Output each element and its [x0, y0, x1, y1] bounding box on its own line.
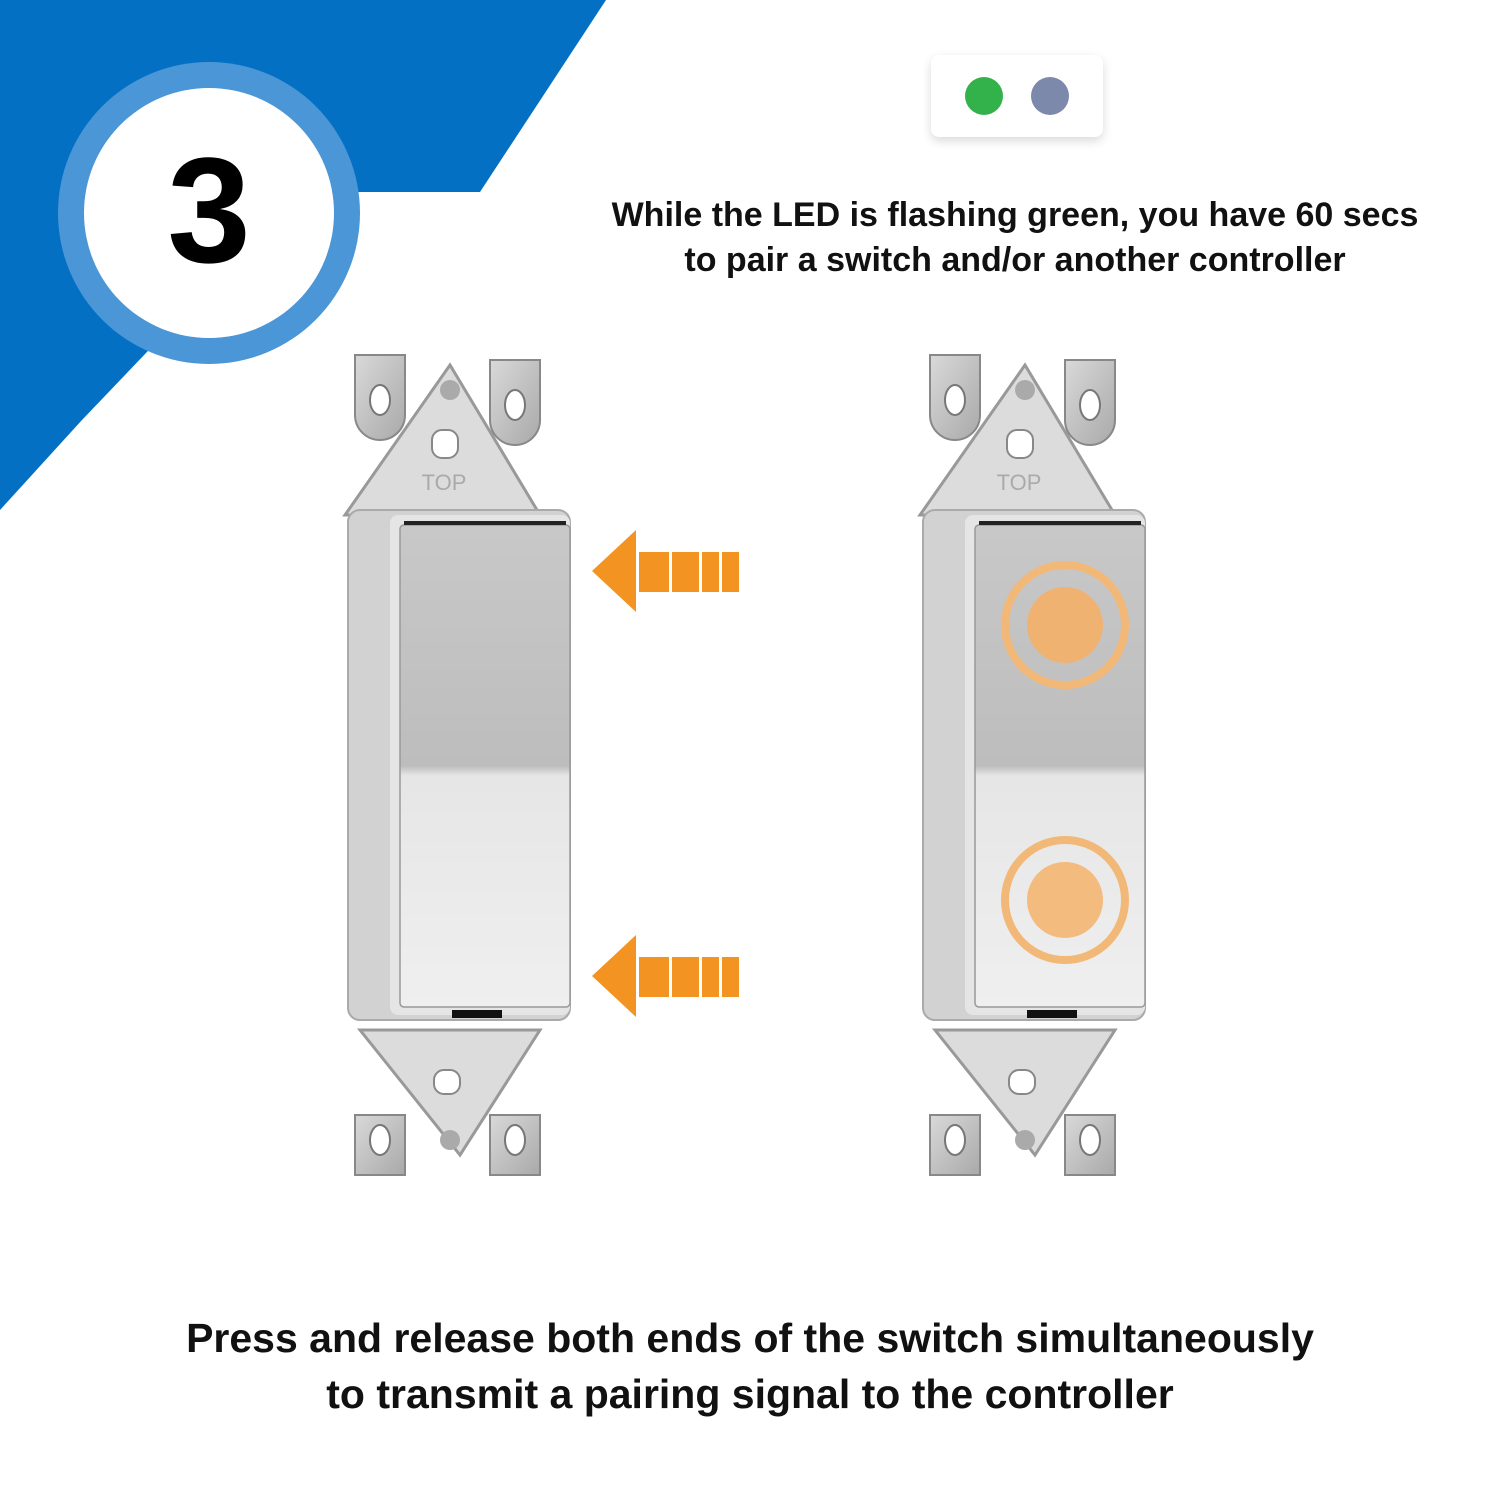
step-badge: 3 — [84, 88, 334, 338]
caption-line: to transmit a pairing signal to the cont… — [326, 1371, 1174, 1417]
mounting-strap-bottom — [354, 1028, 543, 1176]
caption-line: to pair a switch and/or another controll… — [684, 241, 1346, 279]
press-indicator-top-icon — [1001, 561, 1129, 689]
arrow-left-icon — [592, 530, 739, 612]
svg-text:TOP: TOP — [422, 470, 467, 495]
press-instruction-caption: Press and release both ends of the switc… — [0, 1310, 1500, 1422]
mounting-strap-top: TOP — [342, 354, 543, 517]
led-grey-icon — [1031, 77, 1069, 115]
mounting-strap-top: TOP — [917, 354, 1118, 517]
led-green-icon — [965, 77, 1003, 115]
wall-switch-left: TOP — [342, 354, 571, 1176]
mounting-strap-bottom — [929, 1028, 1118, 1176]
led-indicator-card — [931, 55, 1103, 137]
led-instruction-caption: While the LED is flashing green, you hav… — [590, 193, 1440, 283]
press-indicator-bottom-icon — [1001, 836, 1129, 964]
svg-text:TOP: TOP — [997, 470, 1042, 495]
step-number: 3 — [167, 126, 251, 294]
caption-line: While the LED is flashing green, you hav… — [611, 196, 1419, 234]
arrow-left-icon — [592, 935, 739, 1017]
caption-line: Press and release both ends of the switc… — [186, 1315, 1314, 1361]
wall-switch-right: TOP — [917, 354, 1146, 1176]
